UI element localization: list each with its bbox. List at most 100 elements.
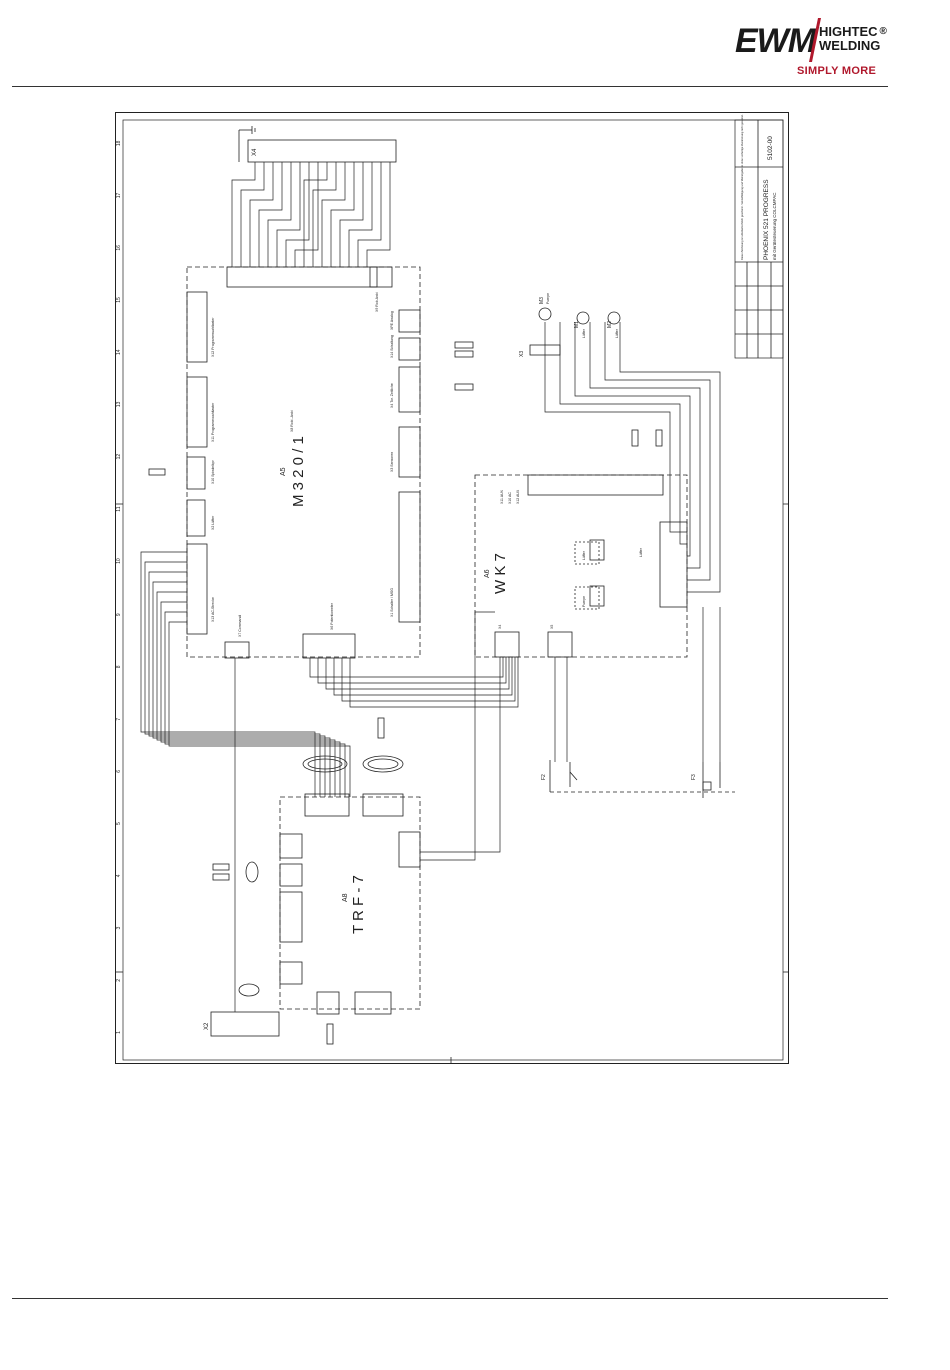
wire bbox=[559, 322, 687, 545]
a5-x8-label: X8 Robi.-Anbi bbox=[290, 410, 294, 432]
motor-m3: M3 Pumpe bbox=[538, 293, 552, 321]
wire bbox=[231, 162, 256, 267]
a6-relay1: Lüfter bbox=[582, 550, 586, 560]
a5-xpe-label: XPE Analog bbox=[390, 311, 394, 330]
a5-x11-label: X11 Programmwahltaster bbox=[211, 402, 215, 442]
wire bbox=[240, 162, 265, 267]
a5-x6-label: X6 Potentiometer bbox=[330, 602, 334, 630]
border-number: 1 bbox=[116, 1031, 122, 1034]
svg-text:Pumpe: Pumpe bbox=[546, 293, 550, 304]
x3-label: X3 bbox=[519, 351, 525, 357]
border-number: 7 bbox=[116, 718, 122, 721]
wire bbox=[294, 162, 319, 267]
border-number: 11 bbox=[116, 506, 122, 511]
connector-x2: X2 bbox=[204, 1011, 280, 1037]
wire bbox=[348, 162, 373, 267]
a6-x5-label: X5 bbox=[550, 625, 554, 629]
border-number: 10 bbox=[116, 558, 122, 564]
wire bbox=[249, 162, 274, 267]
copyright-note: Diese Zeichnung ist urheberrechtlich ges… bbox=[740, 114, 744, 260]
a5-x1-label: X1 Schalter / MSG bbox=[390, 588, 394, 617]
svg-text:M2: M2 bbox=[607, 321, 613, 328]
a6-x4-label: X4 bbox=[498, 625, 502, 629]
logo-tagline: SIMPLY MORE bbox=[797, 65, 877, 77]
a8-name: T R F - 7 bbox=[350, 875, 367, 934]
wire bbox=[160, 601, 341, 797]
svg-text:M3: M3 bbox=[539, 297, 545, 304]
wire bbox=[148, 571, 326, 797]
logo-slash-icon bbox=[809, 18, 821, 62]
module-a8: A8 T R F - 7 bbox=[279, 793, 421, 1015]
wire bbox=[321, 162, 346, 267]
footer-rule bbox=[12, 1298, 888, 1299]
module-a5: A5 M 3 2 0 / 1 X8 Robi.-Anbi X9 Rob.Anbi… bbox=[186, 266, 421, 659]
wire bbox=[420, 611, 495, 861]
drawing-number: 5102-00 bbox=[767, 136, 774, 160]
wire bbox=[333, 657, 513, 696]
wire bbox=[276, 162, 301, 267]
wire bbox=[267, 162, 292, 267]
border-number: 18 bbox=[116, 140, 122, 146]
border-number: 13 bbox=[116, 401, 122, 407]
border-number: 8 bbox=[116, 665, 122, 668]
motor-m1: M1 Lüfter bbox=[574, 311, 590, 338]
border-number: 17 bbox=[116, 193, 122, 199]
svg-text:M1: M1 bbox=[574, 321, 580, 328]
switch-f3: F3 bbox=[691, 762, 721, 798]
logo-brand: EWM bbox=[735, 22, 816, 60]
wire bbox=[330, 162, 355, 267]
wire bbox=[574, 322, 691, 557]
wire bbox=[339, 162, 364, 267]
border-number: 5 bbox=[116, 822, 122, 825]
a5-name: M 3 2 0 / 1 bbox=[290, 436, 307, 507]
wire bbox=[285, 162, 310, 267]
a6-relay2: Pumpe bbox=[582, 596, 586, 607]
wire bbox=[325, 657, 510, 690]
wire bbox=[420, 657, 501, 853]
svg-text:F3: F3 bbox=[691, 774, 697, 780]
a5-x4-label: X4 Tor. Zeitliche bbox=[390, 383, 394, 408]
border-number: 2 bbox=[116, 979, 122, 982]
title-block: PHOENIX 521 PROGRESS mit Gerätesteuerung… bbox=[734, 114, 784, 359]
wire bbox=[317, 657, 507, 684]
border-number: 12 bbox=[116, 454, 122, 460]
border-number: 15 bbox=[116, 297, 122, 303]
border-number: 16 bbox=[116, 245, 122, 251]
border-number: 6 bbox=[116, 770, 122, 773]
wire bbox=[152, 581, 331, 797]
a6-relay3: Lüfter bbox=[639, 547, 643, 557]
border-number: 9 bbox=[116, 613, 122, 616]
inner-frame bbox=[122, 119, 784, 1061]
logo-line1: HIGHTEC® bbox=[819, 24, 887, 39]
a5-x3-label: X3 Sensoren bbox=[390, 452, 394, 472]
svg-text:Lüfter: Lüfter bbox=[582, 328, 586, 338]
border-number: 4 bbox=[116, 874, 122, 877]
wire bbox=[341, 657, 516, 702]
a6-x12-label: X12 AUX bbox=[516, 489, 520, 504]
wire bbox=[140, 551, 316, 797]
wire bbox=[303, 162, 328, 267]
a5-x13-label: X13 AC-Strecke bbox=[211, 597, 215, 622]
a5-ref: A5 bbox=[280, 467, 287, 476]
a6-ref: A6 bbox=[484, 569, 491, 578]
outer-frame bbox=[115, 112, 789, 1064]
svg-text:F2: F2 bbox=[541, 774, 547, 780]
wire bbox=[164, 611, 346, 797]
motor-m2: M2 Lüfter bbox=[607, 311, 621, 338]
ewm-logo: EWM HIGHTEC® WELDING SIMPLY MORE bbox=[735, 14, 910, 78]
a6-name: W K 7 bbox=[492, 553, 509, 594]
wire bbox=[258, 162, 283, 267]
a6-x10-label: X10 AC bbox=[508, 492, 512, 504]
wire bbox=[309, 657, 504, 678]
logo-line2: WELDING bbox=[819, 38, 881, 53]
wire bbox=[366, 162, 391, 267]
header-rule bbox=[12, 86, 888, 87]
a5-x14-label: X14 Schaltung bbox=[390, 335, 394, 358]
x4-label: X4 bbox=[252, 148, 258, 156]
wire bbox=[604, 322, 711, 581]
wire bbox=[156, 591, 336, 797]
a5-x12-label: X12 Programmwahltaster bbox=[211, 317, 215, 357]
wire bbox=[357, 162, 382, 267]
